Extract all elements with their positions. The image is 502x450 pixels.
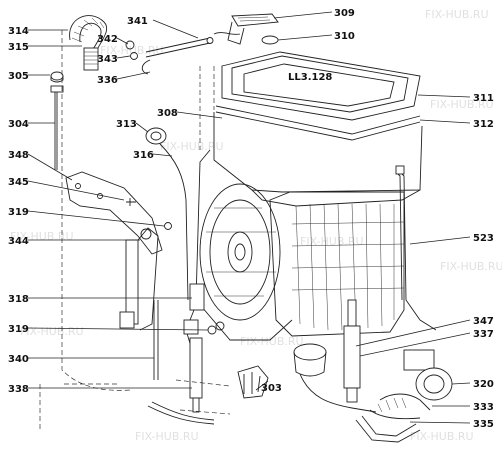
callout-348: 348 <box>8 150 29 161</box>
callout-305: 305 <box>8 71 29 82</box>
left-panel-348 <box>65 171 172 331</box>
callout-335: 335 <box>473 419 494 430</box>
callout-345: 345 <box>8 177 29 188</box>
callout-344: 344 <box>8 236 29 247</box>
callout-315: 315 <box>8 42 29 53</box>
callout-343: 343 <box>97 54 118 65</box>
base-outline <box>175 66 231 415</box>
callout-342: 342 <box>97 34 118 45</box>
callout-337: 337 <box>473 329 494 340</box>
watermark: FIX-HUB.RU <box>240 335 304 348</box>
callout-338: 338 <box>8 384 29 395</box>
watermark: FIX-HUB.RU <box>300 235 364 248</box>
callout-318: 318 <box>8 294 29 305</box>
callout-314: 314 <box>8 26 29 37</box>
rod-304-305 <box>50 71 64 170</box>
pressure-switch-313 <box>145 127 189 301</box>
callout-340: 340 <box>8 354 29 365</box>
motor-bracket-303 <box>237 365 269 399</box>
shock-absorber-318-340-338 <box>147 283 225 425</box>
drain-pump-320 <box>355 349 453 443</box>
drum-marking: LL3.128 <box>288 72 332 83</box>
base-outline <box>39 30 131 430</box>
callout-312: 312 <box>473 119 494 130</box>
watermark: FIX-HUB.RU <box>440 260 502 273</box>
watermark: FIX-HUB.RU <box>410 430 474 443</box>
callout-labels: 341 309 314 342 310 315 343 305 336 311 … <box>8 8 494 430</box>
shock-absorber-347-337 <box>293 299 377 413</box>
top-panel-309-310 <box>213 13 279 45</box>
watermark: FIX-HUB.RU <box>425 8 489 21</box>
callout-309: 309 <box>334 8 355 19</box>
callout-304: 304 <box>8 119 29 130</box>
watermark: FIX-HUB.RU <box>135 430 199 443</box>
callout-311: 311 <box>473 93 494 104</box>
hose-314-315 <box>69 15 108 71</box>
callout-319-upper: 319 <box>8 207 29 218</box>
leader-lines <box>27 11 471 424</box>
watermark: FIX-HUB.RU <box>100 44 164 57</box>
callout-308: 308 <box>157 108 178 119</box>
watermark: FIX-HUB.RU <box>20 325 84 338</box>
callout-320: 320 <box>473 379 494 390</box>
callout-333: 333 <box>473 402 494 413</box>
callout-523: 523 <box>473 233 494 244</box>
watermark: FIX-HUB.RU <box>430 98 494 111</box>
shaft-341 <box>125 37 214 75</box>
watermark: FIX-HUB.RU <box>160 140 224 153</box>
tub-assembly: LL3.128 <box>195 51 437 341</box>
callout-303: 303 <box>261 383 282 394</box>
callout-310: 310 <box>334 31 355 42</box>
callout-341: 341 <box>127 16 148 27</box>
callout-316: 316 <box>133 150 154 161</box>
callout-347: 347 <box>473 316 494 327</box>
callout-336: 336 <box>97 75 118 86</box>
callout-313: 313 <box>116 119 137 130</box>
callout-319-lower: 319 <box>8 324 29 335</box>
